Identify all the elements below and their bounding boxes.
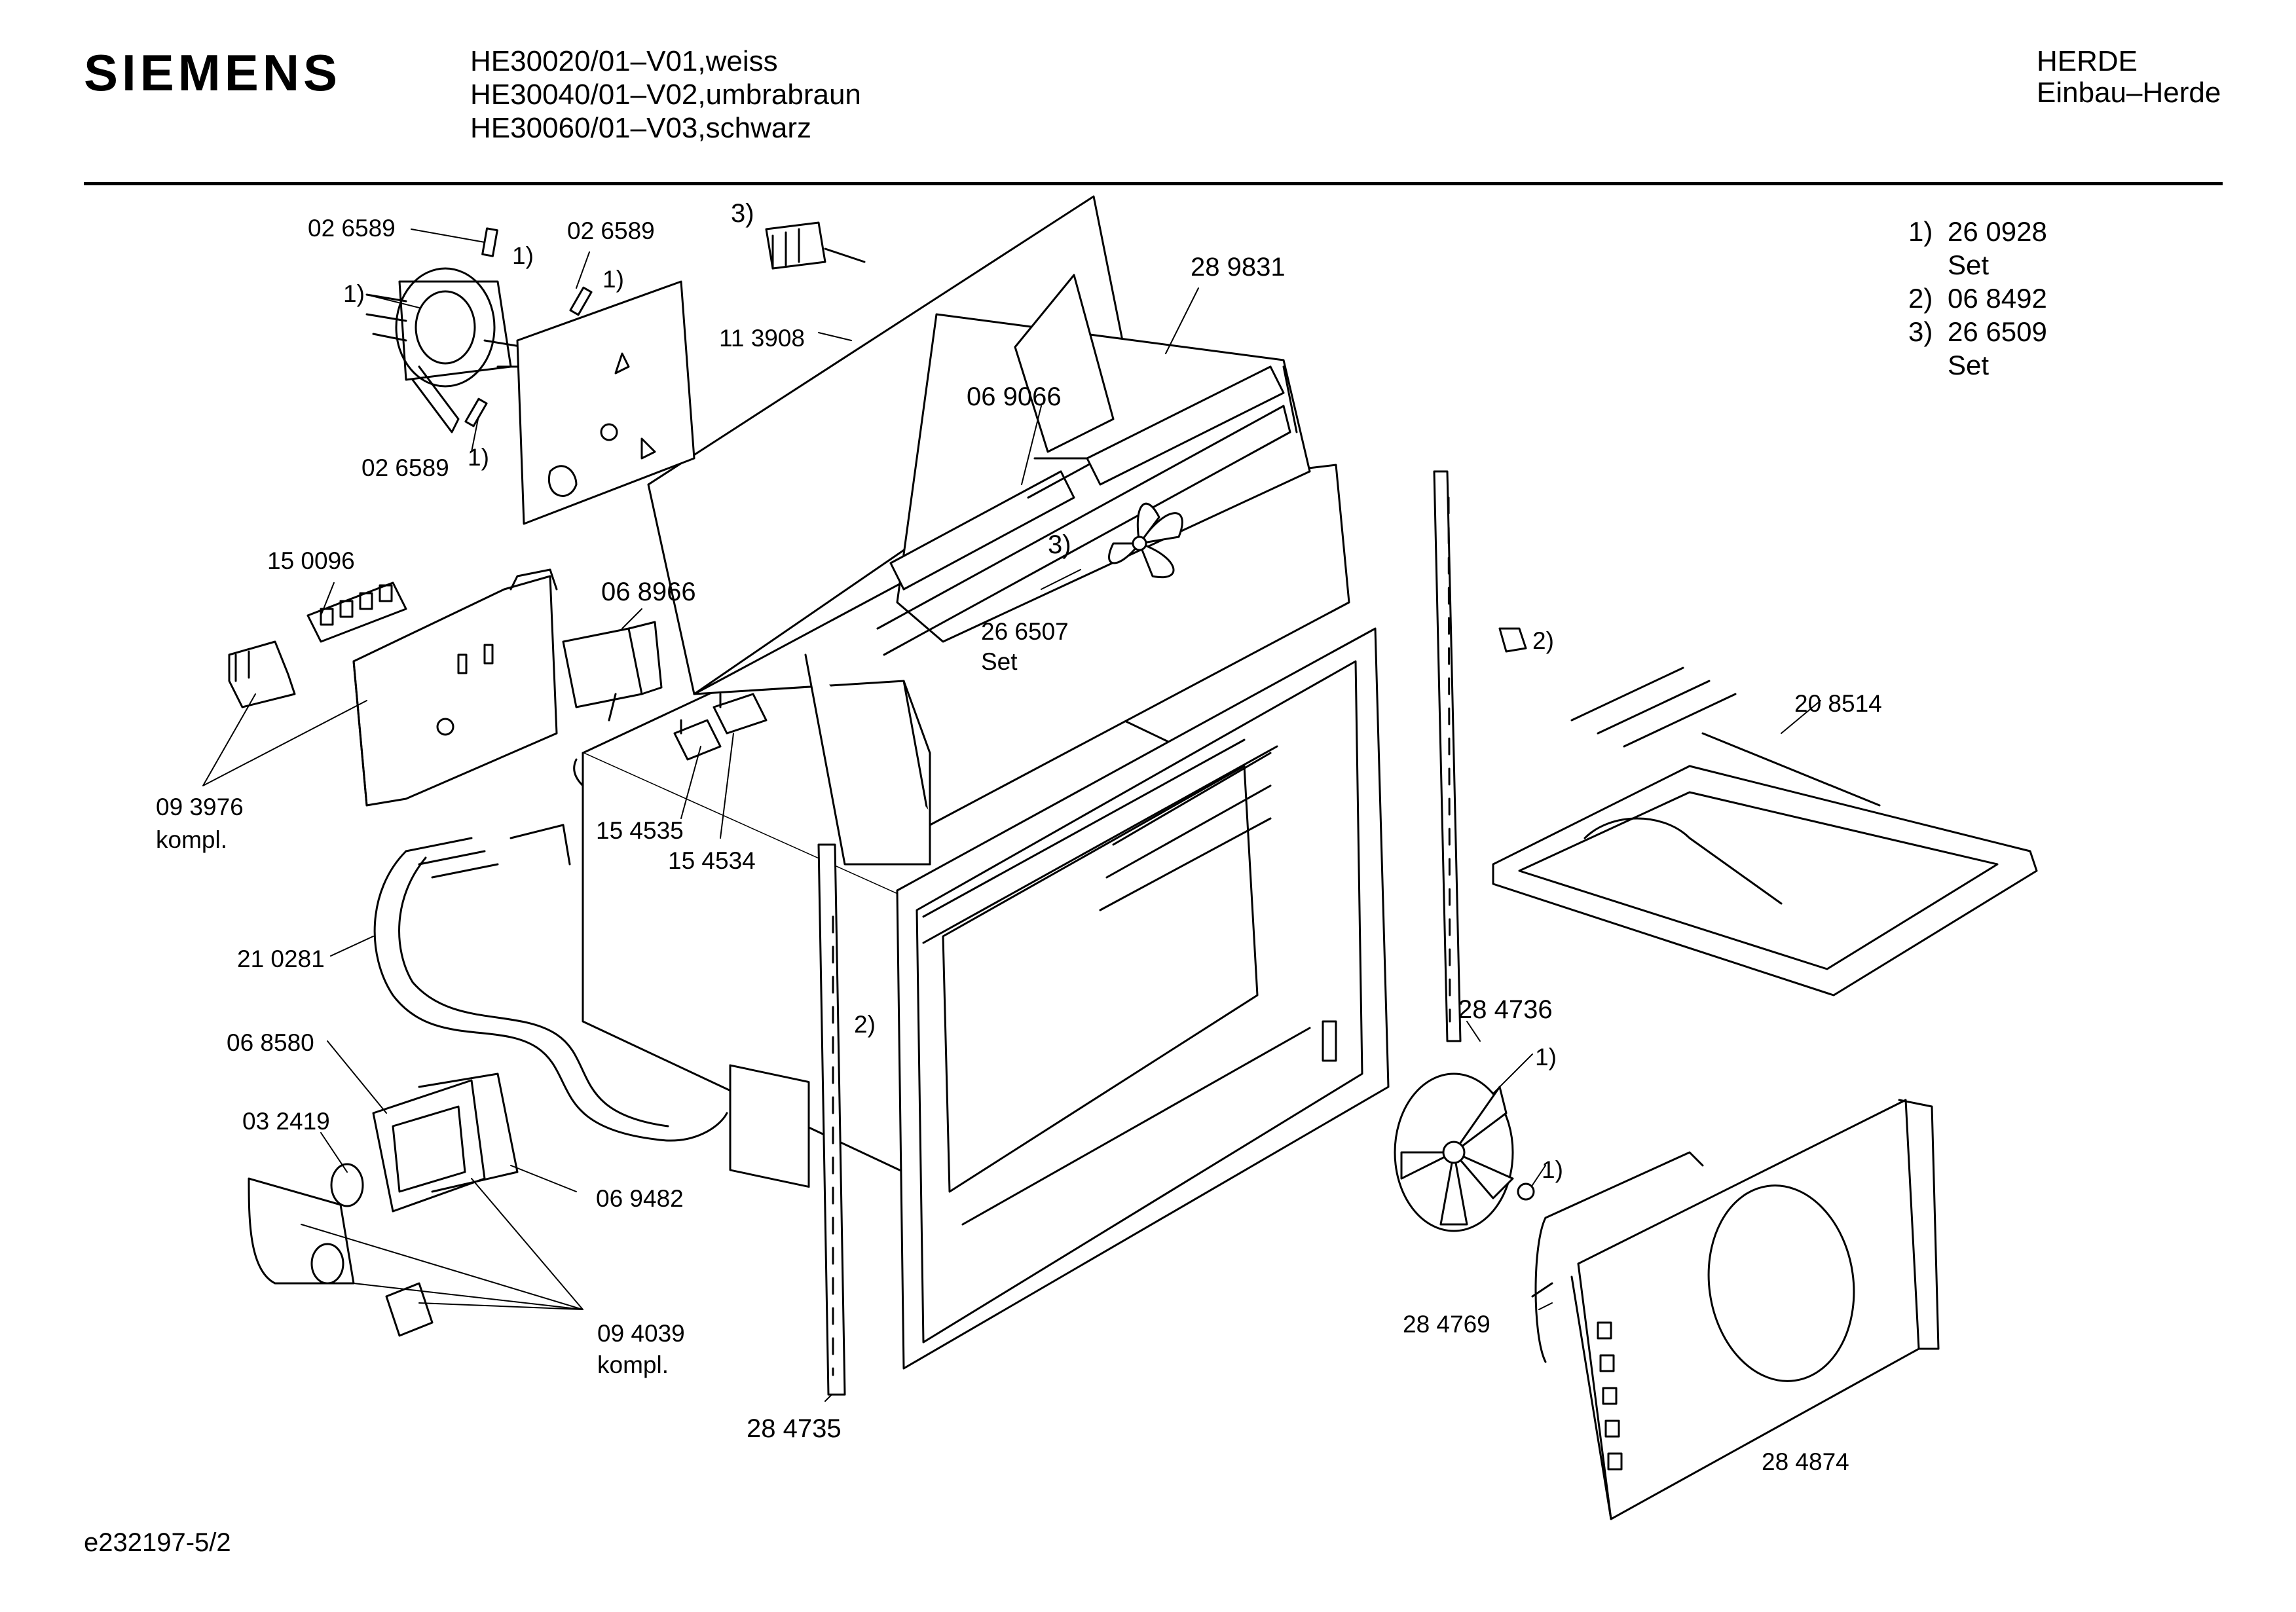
part-label: 28 4874 (1762, 1448, 1849, 1475)
model-list: HE30020/01–V01,weiss HE30040/01–V02,umbr… (470, 45, 861, 145)
part-label: 02 6589 (567, 217, 655, 244)
clips (464, 227, 593, 428)
siemens-logo: SIEMENS (84, 44, 342, 101)
lamp-nut (1498, 627, 1527, 653)
transformer (562, 621, 663, 722)
selector-switch (228, 640, 296, 708)
part-label: 06 8580 (227, 1029, 314, 1056)
part-label: 26 6507 (981, 618, 1069, 645)
footnote-ref: 1) (1535, 1044, 1557, 1071)
footnote-ref: 2) (854, 1011, 876, 1038)
legend-key: 1) (1908, 216, 1933, 247)
footnote-ref: 3) (731, 199, 754, 228)
rear-fan-cover (1531, 1099, 1940, 1520)
part-label: 15 4534 (668, 847, 756, 874)
footnote-ref: 1) (1542, 1156, 1563, 1183)
footnote-legend: 1) 26 0928 Set 2) 06 8492 3) 26 6509 Set (1908, 215, 2047, 382)
header-divider (84, 182, 2223, 185)
cooling-duct (647, 195, 1350, 866)
footnote-ref: 1) (602, 266, 624, 293)
legend-key: 2) (1908, 283, 1933, 314)
control-bracket (352, 568, 558, 807)
fan-nut (1517, 1182, 1535, 1201)
side-rails (817, 470, 1462, 1396)
motor-mounting-plate (516, 280, 695, 525)
part-label: 06 9066 (967, 382, 1062, 411)
part-label: 09 3976 (156, 794, 244, 820)
model-line: HE30040/01–V02,umbrabraun (470, 79, 861, 111)
part-label: 09 4039 (597, 1320, 685, 1347)
part-label: 28 4735 (747, 1414, 842, 1443)
category-title: HERDE (2037, 45, 2138, 77)
part-label: 21 0281 (237, 945, 325, 972)
part-label: 28 4736 (1458, 995, 1553, 1024)
grill-heating-element (1492, 667, 2038, 997)
legend-note: Set (1948, 249, 1990, 280)
top-fan-blade (1108, 502, 1183, 578)
part-label: 11 3908 (719, 325, 805, 352)
part-label: 20 8514 (1794, 690, 1882, 717)
product-category: HERDE Einbau–Herde (2037, 46, 2221, 109)
footnote-ref: 1) (468, 444, 489, 471)
fan-motor (365, 267, 532, 433)
footnote-ref: 2) (1532, 627, 1554, 654)
footnote-ref: 1) (343, 280, 365, 307)
model-line: HE30060/01–V03,schwarz (470, 112, 811, 144)
part-label: 02 6589 (361, 454, 449, 481)
model-line: HE30020/01–V01,weiss (470, 45, 778, 77)
category-subtitle: Einbau–Herde (2037, 77, 2221, 109)
convection-fan (1394, 1072, 1514, 1232)
thermostats (673, 693, 768, 761)
part-note: Set (981, 648, 1018, 675)
part-label: 06 8966 (601, 577, 696, 606)
legend-key: 3) (1908, 316, 1933, 347)
legend-part: 26 0928 (1948, 216, 2047, 247)
bottom-heating-element (373, 824, 728, 1142)
terminal-block (306, 581, 407, 643)
legend-part: 26 6509 (1948, 316, 2047, 347)
part-label: 28 9831 (1191, 253, 1286, 282)
tangential-motor (765, 221, 866, 270)
footnote-ref: 1) (512, 242, 534, 269)
part-label: 15 4535 (596, 817, 684, 844)
leader-lines (202, 229, 1821, 1402)
part-label: 06 9482 (596, 1185, 684, 1212)
legend-part: 06 8492 (1948, 283, 2047, 314)
part-label: 15 0096 (267, 547, 355, 574)
oven-muffle-front (896, 627, 1390, 1370)
footnote-ref: 3) (1048, 530, 1071, 559)
document-id: e232197-5/2 (84, 1528, 231, 1557)
part-label: 02 6589 (308, 215, 396, 242)
part-note: kompl. (597, 1351, 669, 1378)
part-label: 03 2419 (242, 1108, 330, 1135)
legend-note: Set (1948, 350, 1990, 380)
part-label: 28 4769 (1403, 1311, 1491, 1338)
part-note: kompl. (156, 826, 227, 853)
